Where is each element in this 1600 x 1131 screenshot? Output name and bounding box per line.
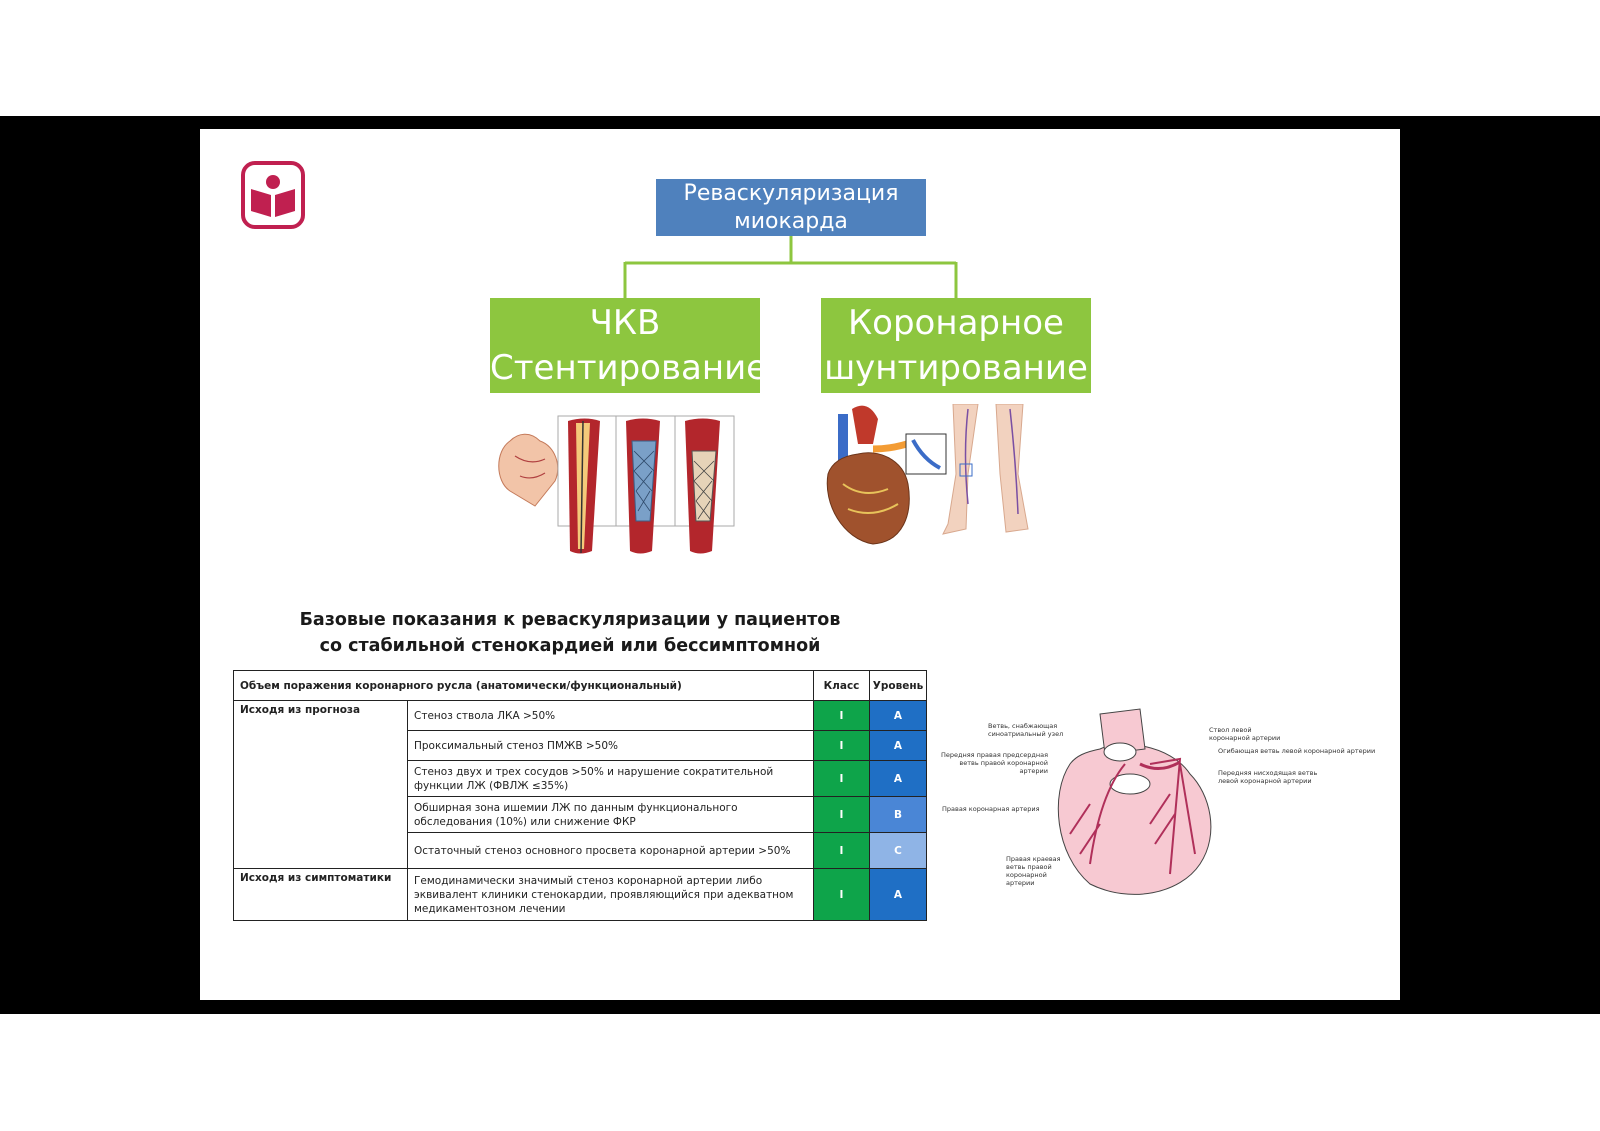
label-anterior-right: Передняя правая предсердная ветвь правой… <box>941 751 1048 775</box>
indications-title-line2: со стабильной стенокардией или бессимпто… <box>319 636 821 656</box>
class-cell: I <box>813 796 870 833</box>
level-cell: C <box>869 832 927 869</box>
indications-table: Объем поражения коронарного русла (анато… <box>233 670 927 921</box>
row-text: Гемодинамически значимый стеноз коронарн… <box>407 868 814 921</box>
label-right-coronary: Правая коронарная артерия <box>942 805 1040 813</box>
table-row: Исходя из прогноза Стеноз ствола ЛКА >50… <box>233 700 927 869</box>
level-cell: A <box>869 760 927 797</box>
table-row: Стеноз двух и трех сосудов >50% и наруше… <box>234 760 927 797</box>
table-row: Проксимальный стеноз ПМЖВ >50% I A <box>234 730 927 761</box>
label-sinoatrial: Ветвь, снабжающая синоатриальный узел <box>988 722 1064 738</box>
level-cell: A <box>869 730 927 761</box>
level-cell: A <box>869 700 927 731</box>
heart-bypass-icon <box>826 405 915 545</box>
artery-stent-expand-icon <box>626 418 660 554</box>
label-left-trunk: Ствол левой коронарной артерии <box>1209 726 1281 742</box>
indications-title: Базовые показания к реваскуляризации у п… <box>230 607 910 659</box>
class-cell: I <box>813 760 870 797</box>
root-node-myocardial-revascularization: Реваскуляризация миокарда <box>656 179 926 236</box>
level-cell: B <box>869 796 927 833</box>
bypass-line2: шунтирование <box>824 347 1088 388</box>
level-cell: A <box>869 868 927 921</box>
row-text: Остаточный стеноз основного просвета кор… <box>407 832 814 869</box>
group-prognosis: Исходя из прогноза <box>233 700 408 869</box>
root-line1: Реваскуляризация <box>683 180 899 206</box>
table-row: Обширная зона ишемии ЛЖ по данным функци… <box>234 796 927 833</box>
slide: Реваскуляризация миокарда ЧКВ Стентирова… <box>200 129 1400 1000</box>
stent-illustration <box>498 415 735 554</box>
table-row: Исходя из симптоматики Гемодинамически з… <box>233 868 927 921</box>
row-text: Стеноз ствола ЛКА >50% <box>407 700 814 731</box>
legs-vein-icon <box>942 404 1029 535</box>
class-cell: I <box>813 700 870 731</box>
node-pci-stenting: ЧКВ Стентирование <box>490 298 768 393</box>
label-circumflex: Огибающая ветвь левой коронарной артерии <box>1218 747 1376 755</box>
class-cell: I <box>813 730 870 761</box>
root-line2: миокарда <box>734 208 848 234</box>
logo-book-person-icon <box>251 175 295 217</box>
class-cell: I <box>813 868 870 921</box>
pci-line1: ЧКВ <box>589 302 661 343</box>
coronary-heart-illustration <box>1057 708 1212 895</box>
class-cell: I <box>813 832 870 869</box>
label-lad: Передняя нисходящая ветвь левой коронарн… <box>1218 769 1318 785</box>
header-level: Уровень <box>869 670 927 701</box>
label-right-marginal: Правая краевая ветвь правой коронарной а… <box>1006 855 1061 887</box>
node-coronary-bypass: Коронарное шунтирование <box>821 298 1091 393</box>
header-class: Класс <box>813 670 870 701</box>
bypass-illustration <box>826 404 1029 545</box>
row-text: Обширная зона ишемии ЛЖ по данным функци… <box>407 796 814 833</box>
institution-logo <box>241 161 305 229</box>
header-scope: Объем поражения коронарного русла (анато… <box>233 670 814 701</box>
table-row: Остаточный стеноз основного просвета кор… <box>234 832 927 869</box>
group-symptoms: Исходя из симптоматики <box>233 868 408 921</box>
bypass-line1: Коронарное <box>848 302 1064 343</box>
row-text: Проксимальный стеноз ПМЖВ >50% <box>407 730 814 761</box>
artery-balloon-icon <box>568 418 600 554</box>
row-text: Стеноз двух и трех сосудов >50% и наруше… <box>407 760 814 797</box>
indications-title-line1: Базовые показания к реваскуляризации у п… <box>299 610 841 630</box>
pci-line2: Стентирование <box>490 347 768 388</box>
hierarchy-connector <box>623 236 958 298</box>
artery-stent-deployed-icon <box>685 418 720 554</box>
small-heart-icon <box>498 433 559 507</box>
